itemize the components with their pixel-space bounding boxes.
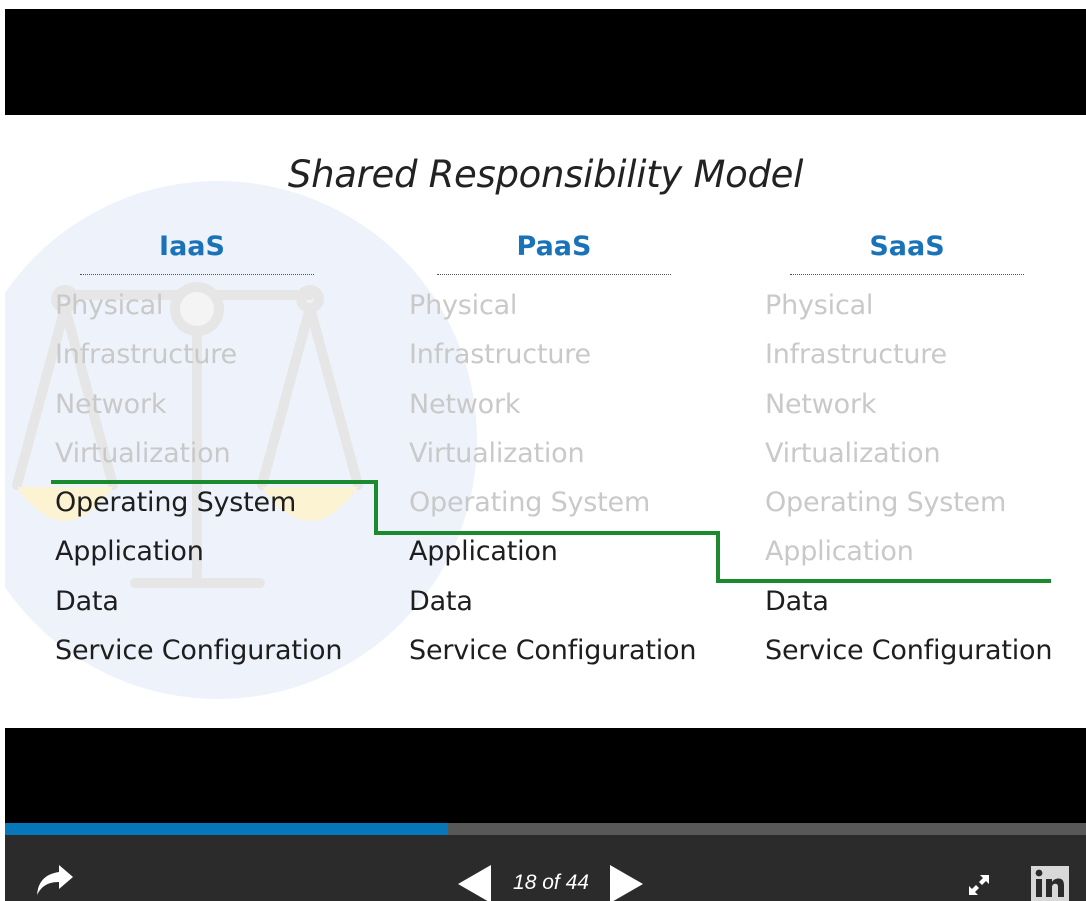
iaas-layer-application: Application [55, 536, 204, 567]
iaas-layer-network: Network [55, 389, 167, 420]
slide: Shared Responsibility Model IaaS Physica… [5, 115, 1086, 728]
paas-layer-infrastructure: Infrastructure [409, 339, 591, 370]
saas-layer-operating-system: Operating System [765, 487, 1007, 518]
linkedin-button[interactable] [1031, 866, 1069, 901]
paas-layer-application: Application [409, 536, 558, 567]
slide-player: Shared Responsibility Model IaaS Physica… [5, 9, 1086, 901]
saas-heading: SaaS [869, 231, 945, 262]
paas-heading-divider [437, 274, 671, 275]
share-arrow-icon [37, 865, 73, 895]
expand-arrows-icon [969, 875, 989, 895]
linkedin-logo-icon [1031, 866, 1069, 901]
iaas-layer-infrastructure: Infrastructure [55, 339, 237, 370]
iaas-heading-divider [80, 274, 314, 275]
page-counter: 18 of 44 [513, 871, 589, 894]
saas-layer-infrastructure: Infrastructure [765, 339, 947, 370]
progress-fill [5, 823, 449, 835]
saas-layer-data: Data [765, 586, 829, 617]
paas-layer-service-configuration: Service Configuration [409, 635, 697, 666]
slide-title: Shared Responsibility Model [287, 153, 804, 196]
iaas-layer-operating-system: Operating System [55, 487, 297, 518]
paas-layer-data: Data [409, 586, 473, 617]
triangle-left-icon [458, 865, 491, 901]
saas-heading-divider [790, 274, 1024, 275]
saas-layer-application: Application [765, 536, 914, 567]
paas-layer-virtualization: Virtualization [409, 438, 585, 469]
paas-layer-physical: Physical [409, 290, 518, 321]
triangle-right-icon [610, 865, 643, 901]
responsibility-boundary-line [51, 480, 1051, 583]
iaas-layer-service-configuration: Service Configuration [55, 635, 343, 666]
saas-layer-network: Network [765, 389, 877, 420]
saas-layer-service-configuration: Service Configuration [765, 635, 1053, 666]
previous-slide-button[interactable] [457, 864, 493, 901]
share-button[interactable] [33, 861, 77, 901]
iaas-layer-physical: Physical [55, 290, 164, 321]
scales-watermark [5, 181, 477, 699]
iaas-layer-virtualization: Virtualization [55, 438, 231, 469]
player-controls: 18 of 44 [5, 823, 1086, 901]
paas-layer-network: Network [409, 389, 521, 420]
paas-layer-operating-system: Operating System [409, 487, 651, 518]
saas-layer-virtualization: Virtualization [765, 438, 941, 469]
saas-layer-physical: Physical [765, 290, 874, 321]
fullscreen-button[interactable] [967, 873, 991, 897]
progress-bar[interactable] [5, 823, 1086, 835]
iaas-layer-data: Data [55, 586, 119, 617]
paas-heading: PaaS [516, 231, 592, 262]
iaas-heading: IaaS [159, 231, 225, 262]
next-slide-button[interactable] [608, 864, 644, 901]
